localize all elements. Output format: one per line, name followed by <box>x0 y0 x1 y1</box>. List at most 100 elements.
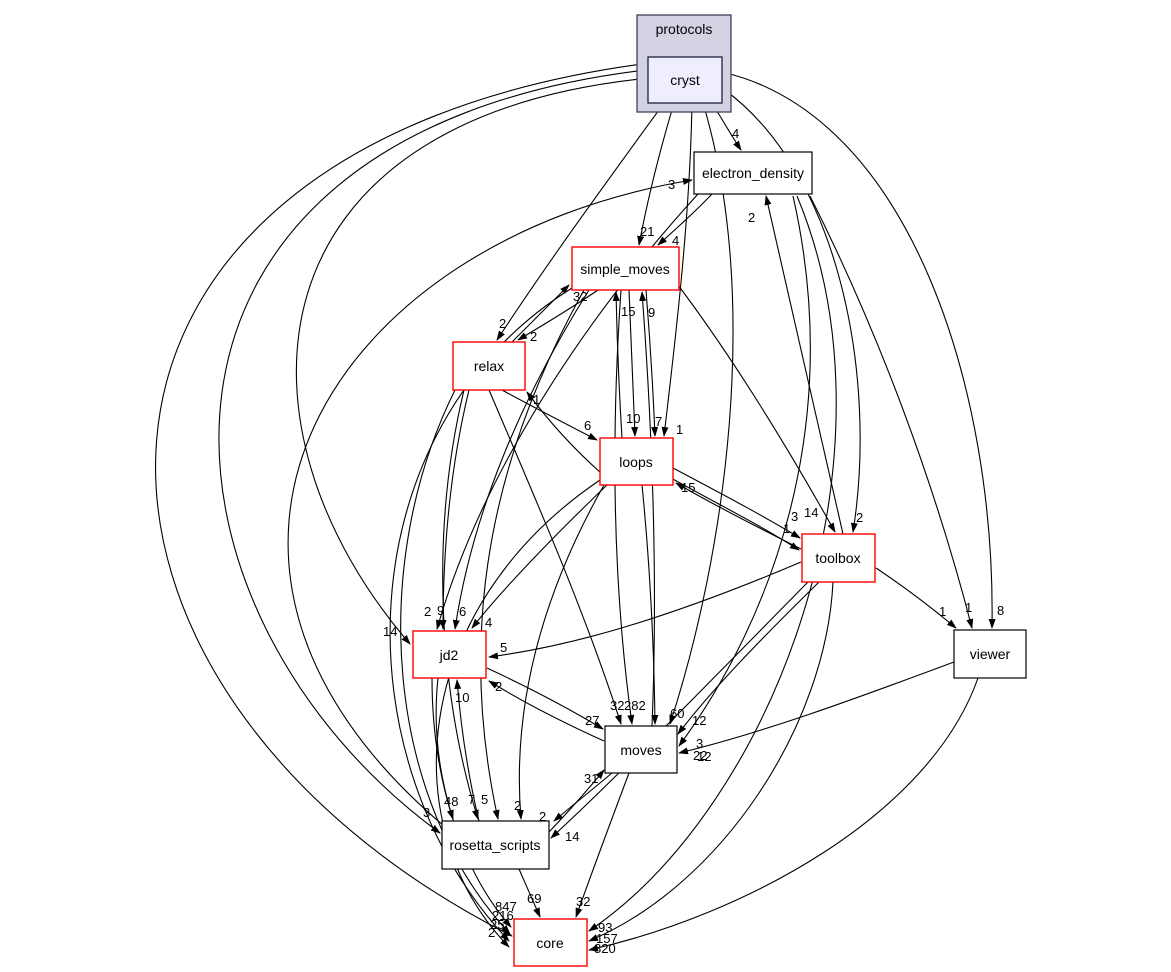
edge-simple_moves-relax <box>517 289 599 341</box>
node-jd2[interactable]: jd2 <box>412 630 487 679</box>
node-cryst-label: cryst <box>670 72 700 88</box>
edge-label: 5 <box>500 640 507 655</box>
node-core-box[interactable] <box>513 918 588 967</box>
edge-loops-moves <box>641 484 659 725</box>
edge-label: 8 <box>997 603 1004 618</box>
edge-label: 5 <box>481 792 488 807</box>
edge-label: 12 <box>697 749 711 764</box>
edge-label: 820 <box>594 941 616 956</box>
node-cryst[interactable]: cryst <box>647 56 723 104</box>
edge-labels: 4 21 4 3 2 32 2 2 10 7 15 9 1 6 1 3 1 15… <box>383 126 1004 956</box>
edge-label: 2 <box>530 329 537 344</box>
node-electron_density-box[interactable] <box>693 151 813 195</box>
edge-electron_density-moves <box>678 195 811 747</box>
edge-label: 2 <box>424 604 431 619</box>
node-relax-box[interactable] <box>452 341 526 391</box>
edge-simple_moves-loops-a <box>628 289 639 437</box>
edge-label: 1 <box>533 392 540 407</box>
node-electron_density-label: electron_density <box>702 165 804 181</box>
edge-label: 2 <box>539 809 546 824</box>
edge-rosetta_scripts-core <box>518 868 541 918</box>
edge-cryst-jd2 <box>295 77 651 645</box>
node-core-label: core <box>536 935 563 951</box>
edge-cryst-rosetta_scripts <box>218 69 647 834</box>
edges <box>155 63 996 952</box>
edge-label: 3 <box>791 509 798 524</box>
edge-label: 7 <box>468 792 475 807</box>
node-rosetta_scripts[interactable]: rosetta_scripts <box>441 820 550 870</box>
edge-rosetta_scripts-jd2 <box>454 679 480 822</box>
node-simple_moves[interactable]: simple_moves <box>571 246 680 291</box>
edge-label: 21 <box>640 224 654 239</box>
node-moves-box[interactable] <box>604 725 678 774</box>
edge-jd2-core <box>431 677 512 928</box>
edge-label: 1 <box>939 604 946 619</box>
edge-moves-rosetta_scripts <box>553 772 613 822</box>
edge-label: 32 <box>573 289 587 304</box>
node-rosetta_scripts-box[interactable] <box>441 820 550 870</box>
node-simple_moves-box[interactable] <box>571 246 680 291</box>
edge-toolbox-jd2 <box>488 561 802 660</box>
edge-relax-core <box>400 389 511 935</box>
edge-label: 2 <box>514 798 521 813</box>
edge-label: 2 <box>499 316 506 331</box>
node-core[interactable]: core <box>513 918 588 967</box>
edge-label: 1 <box>965 600 972 615</box>
edge-label: 22 <box>693 748 707 763</box>
edge-relax-rosetta_scripts <box>442 389 479 820</box>
edge-cryst-loops <box>661 102 693 437</box>
edge-moves-core <box>575 772 630 918</box>
edge-toolbox-core <box>588 581 834 942</box>
edge-toolbox-electron_density <box>764 195 844 535</box>
node-relax[interactable]: relax <box>452 341 526 391</box>
edge-label: 6 <box>584 418 591 433</box>
node-loops[interactable]: loops <box>599 437 674 486</box>
edge-relax-moves <box>488 389 622 725</box>
edge-label: 14 <box>565 829 579 844</box>
edge-label: 93 <box>598 920 612 935</box>
node-toolbox[interactable]: toolbox <box>801 533 876 583</box>
edge-label: 31 <box>584 771 598 786</box>
edge-label: 10 <box>455 690 469 705</box>
edge-electron_density-viewer <box>809 195 974 629</box>
edge-label: 1 <box>783 521 790 536</box>
node-loops-label: loops <box>619 454 652 470</box>
edge-simple_moves-rosetta_scripts <box>480 289 585 820</box>
edge-label: 2 <box>488 925 495 940</box>
node-loops-box[interactable] <box>599 437 674 486</box>
edge-label: 15 <box>681 480 695 495</box>
node-electron_density[interactable]: electron_density <box>693 151 813 195</box>
edge-label: 14 <box>804 505 818 520</box>
edge-label: 3 <box>696 736 703 751</box>
edge-electron_density-simple_moves <box>657 193 713 246</box>
edge-label: 9 <box>648 305 655 320</box>
cluster-protocols: protocols cryst <box>636 14 732 113</box>
node-viewer-box[interactable] <box>953 629 1027 679</box>
edge-loops-jd2 <box>471 484 608 629</box>
node-toolbox-box[interactable] <box>801 533 876 583</box>
edge-label: 6 <box>459 604 466 619</box>
node-cryst-box[interactable] <box>647 56 723 104</box>
edge-rosetta_scripts-electron_density <box>287 178 693 827</box>
edge-cryst-viewer <box>721 71 996 629</box>
edge-simple_moves-toolbox <box>677 284 836 533</box>
node-jd2-box[interactable] <box>412 630 487 679</box>
edge-label: 4 <box>672 233 679 248</box>
node-moves[interactable]: moves <box>604 725 678 774</box>
edge-jd2-moves <box>486 667 604 730</box>
edge-label: 27 <box>585 713 599 728</box>
edge-label: 4 <box>732 126 739 141</box>
edge-label: 10 <box>626 411 640 426</box>
edge-label: 216 <box>492 908 514 923</box>
edge-label: 48 <box>444 794 458 809</box>
edge-moves-jd2 <box>488 680 605 742</box>
node-viewer[interactable]: viewer <box>953 629 1027 679</box>
node-jd2-label: jd2 <box>439 647 459 663</box>
node-viewer-label: viewer <box>970 646 1011 662</box>
cluster-protocols-label: protocols <box>656 21 713 37</box>
node-rosetta_scripts-label: rosetta_scripts <box>449 837 540 853</box>
edge-label: 2 <box>495 679 502 694</box>
edge-toolbox-loops <box>675 482 802 550</box>
